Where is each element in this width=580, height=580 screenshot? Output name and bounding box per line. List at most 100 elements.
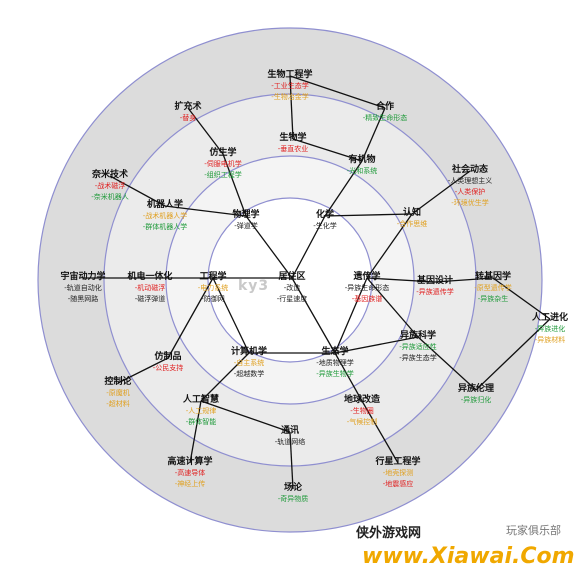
- tech-node-title: 合作: [375, 102, 394, 112]
- connection-line: [164, 205, 247, 217]
- tech-node: 人工进化-异族进化-异族材料: [507, 313, 580, 346]
- tech-node-title: 异族科学: [399, 331, 436, 341]
- core-ring: [207, 197, 373, 363]
- tech-node-title: 行星工程学: [375, 457, 421, 467]
- tech-node-item: -伺服电机学: [204, 160, 242, 168]
- tech-node-item: -地质物理学: [316, 359, 354, 367]
- tech-node-title: 高速计算学: [167, 457, 213, 467]
- tech-node: 有机物-光和系统: [319, 155, 405, 177]
- tech-node: 宇宙动力学-轨道自动化-随黑网路: [40, 272, 126, 305]
- tech-node-item: -生物圈: [350, 407, 374, 415]
- tech-node-item: -原型遗传学: [474, 284, 512, 292]
- tech-node-item: -异族材料: [534, 336, 566, 344]
- tech-node-title: 通讯: [280, 426, 299, 436]
- connection-line: [361, 107, 386, 162]
- tech-node-item: -群体机器人学: [142, 223, 188, 231]
- tech-node-item: -公民支持: [152, 364, 184, 372]
- brand-url: www.Xiawai.Com: [362, 544, 575, 569]
- tech-node-item: -异族生物学: [316, 370, 354, 378]
- tech-node-item: -电力系统: [197, 284, 229, 292]
- tech-node-item: -合作思维: [396, 220, 428, 228]
- tech-node: 地球改造-生物圈-气候控制: [319, 395, 405, 428]
- tech-node-item: -人类理想主义: [447, 177, 493, 185]
- tech-node-item: -异族生态学: [399, 354, 437, 362]
- tech-node-item: -异族生命形态: [344, 284, 390, 292]
- tech-node-title: 有机物: [348, 155, 376, 165]
- tech-node-title: 异族伦理: [457, 384, 494, 394]
- tech-node-item: -轨道网络: [274, 438, 306, 446]
- connection-line: [434, 277, 494, 283]
- tech-node-item: -战术机器人学: [142, 212, 188, 220]
- connection-line: [361, 400, 399, 464]
- tech-node: 生物工程学-工业生态学-生物冶金学: [247, 70, 333, 103]
- tech-node-title: 仿制品: [154, 352, 182, 362]
- tech-node-item: -高速导体: [174, 469, 206, 477]
- tech-node: 仿制品 -公民支持: [125, 352, 211, 374]
- connection-line: [222, 153, 247, 217]
- connection-line: [245, 215, 293, 279]
- connection-line: [289, 75, 294, 140]
- connection-line: [289, 431, 294, 490]
- tech-node-item: -弹道学: [234, 222, 258, 230]
- tech-node: 生物学-垂直农业: [250, 133, 336, 155]
- tech-node-title: 认知: [402, 208, 421, 218]
- connection-line: [411, 170, 471, 215]
- tech-node: 工程学-电力系统-防御网: [170, 272, 256, 305]
- tech-node: 计算机学-自主系统-超越数学: [206, 347, 292, 380]
- connection-line: [417, 336, 477, 391]
- brand-name: 侠外游戏网: [356, 526, 422, 541]
- tech-node-item: -异族杂生: [477, 295, 509, 303]
- tech-node-item: -轨道自动化: [64, 284, 102, 292]
- connection-line: [291, 277, 336, 354]
- connection-line: [366, 277, 419, 338]
- tech-node-item: -异族归化: [460, 396, 492, 404]
- tech-node-title: 转基因学: [474, 272, 511, 282]
- tech-node-title: 人工智慧: [182, 395, 219, 405]
- tech-node: 居住区-改造-行星速度: [249, 272, 335, 305]
- connection-line: [187, 107, 224, 155]
- tech-node-item: -生化学: [313, 222, 337, 230]
- tech-node-item: -地震感应: [382, 480, 414, 488]
- tech-node-item: -原魔机: [106, 389, 130, 397]
- tech-node-item: -人类保护: [454, 188, 486, 196]
- connection-line: [200, 352, 250, 402]
- tech-node-title: 控制论: [104, 377, 132, 387]
- tech-node: 行星工程学-地壳探测-地震感应: [355, 457, 441, 490]
- tech-node-item: -群体智能: [185, 418, 217, 426]
- tech-node-item: -战术磁浮: [94, 182, 126, 190]
- connection-line: [475, 318, 551, 391]
- connection-line: [109, 175, 166, 207]
- tech-node: 人工智慧-人工规律-群体智能: [158, 395, 244, 428]
- tech-node: 社会动态-人类理想主义-人类保护-环境优生学: [427, 165, 513, 209]
- tech-node-title: 机器人学: [146, 200, 183, 210]
- tech-node-item: -异族遗传学: [416, 288, 454, 296]
- tech-node: 认知 -合作思维: [369, 208, 455, 230]
- connection-line: [334, 352, 363, 402]
- tech-node-title: 生物工程学: [267, 70, 313, 80]
- tech-node-title: 生态学: [321, 347, 349, 357]
- tech-node-title: 宇宙动力学: [60, 272, 106, 282]
- connection-line: [167, 277, 214, 359]
- connection-line: [291, 215, 326, 279]
- brand-club: 玩家俱乐部: [506, 524, 561, 537]
- watermark: ky3: [238, 278, 270, 294]
- tech-node: 化学-生化学: [282, 210, 368, 232]
- connection-lines: [83, 75, 551, 490]
- connection-line: [492, 277, 551, 320]
- tech-node-item: -防御网: [201, 295, 225, 303]
- tech-node-title: 场论: [283, 483, 302, 493]
- tech-node: 生态学 -地质物理学 -异族生物学: [292, 347, 378, 380]
- connection-line: [200, 400, 291, 433]
- tech-node-item: -气候控制: [346, 418, 378, 426]
- connection-line: [366, 213, 413, 279]
- tech-node-item: -垂直农业: [277, 145, 309, 153]
- tech-node-title: 基因设计: [416, 276, 453, 286]
- tech-node-title: 遗传学: [353, 272, 381, 282]
- tech-node: 物理学-弹道学: [203, 210, 289, 232]
- tech-node-item: -精致生命形态: [362, 114, 408, 122]
- tech-node-item: -奈米机器人: [91, 193, 129, 201]
- tech-node: 机电一体化-机动磁浮-磁浮弹道: [107, 272, 193, 305]
- connection-line: [366, 277, 436, 283]
